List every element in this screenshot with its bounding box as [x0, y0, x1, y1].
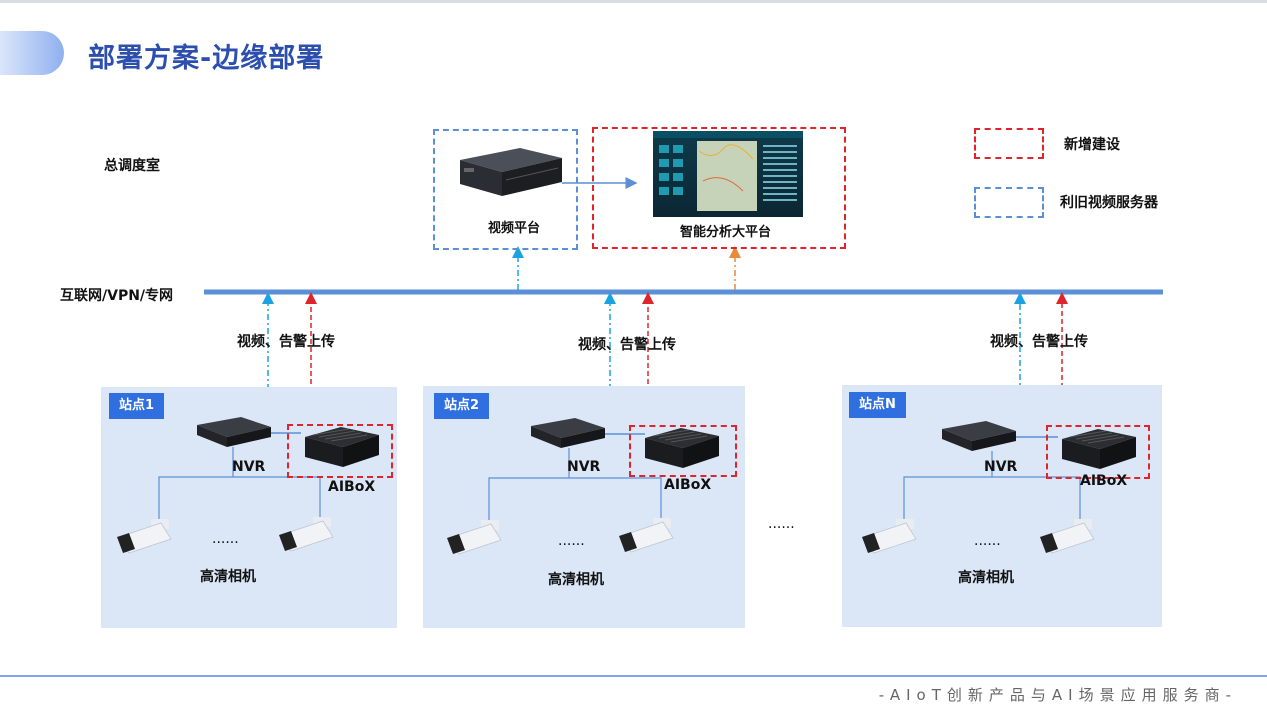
siteN-nvr-label: NVR	[984, 459, 1018, 475]
title-decoration	[0, 31, 64, 75]
video-platform-label: 视频平台	[488, 221, 541, 236]
footer-slogan: -AIoT创新产品与AI场景应用服务商-	[878, 686, 1237, 704]
server-rack-icon	[460, 148, 562, 196]
sites-ellipsis: ......	[768, 516, 795, 532]
site1-aibox-label: AIBoX	[328, 479, 376, 495]
legend-new-build-swatch	[974, 128, 1044, 159]
upload-label-site2: 视频、告警上传	[578, 337, 676, 353]
siteN-camera-label: 高清相机	[958, 570, 1014, 586]
page-title: 部署方案-边缘部署	[88, 43, 325, 74]
siteN-topology	[862, 421, 1136, 554]
siteN-camera-ellipsis: ......	[974, 533, 1001, 549]
video-platform-box	[433, 129, 578, 250]
analysis-platform-label: 智能分析大平台	[680, 225, 772, 240]
site1-topology	[117, 417, 379, 554]
dashboard-screen-icon	[653, 131, 803, 217]
site1-nvr-label: NVR	[232, 459, 266, 475]
legend-reuse-label: 利旧视频服务器	[1060, 195, 1158, 211]
site2-aibox-highlight	[629, 425, 737, 477]
site-tag-1: 站点1	[109, 393, 165, 419]
site2-aibox-label: AIBoX	[664, 477, 712, 493]
site2-uplinks	[604, 292, 654, 432]
control-room-label: 总调度室	[104, 158, 160, 174]
site-tag-n: 站点N	[849, 392, 906, 418]
siteN-aibox-label: AIBoX	[1080, 473, 1128, 489]
site1-camera-label: 高清相机	[200, 569, 256, 585]
site2-camera-label: 高清相机	[548, 572, 604, 588]
site1-aibox-highlight	[287, 424, 393, 478]
analysis-platform-box	[592, 127, 846, 249]
upload-label-site1: 视频、告警上传	[237, 334, 335, 350]
footer-divider	[0, 675, 1267, 677]
legend-reuse-swatch	[974, 187, 1044, 218]
top-border	[0, 0, 1267, 3]
legend-new-build-label: 新增建设	[1064, 137, 1120, 153]
site1-uplinks	[262, 292, 317, 432]
site1-camera-ellipsis: ......	[212, 531, 239, 547]
site2-topology	[447, 418, 719, 555]
site2-nvr-label: NVR	[567, 459, 601, 475]
upload-label-siteN: 视频、告警上传	[990, 334, 1088, 350]
network-label: 互联网/VPN/专网	[60, 288, 174, 304]
site2-camera-ellipsis: ......	[558, 533, 585, 549]
site-tag-2: 站点2	[434, 393, 490, 419]
siteN-aibox-highlight	[1046, 425, 1150, 479]
